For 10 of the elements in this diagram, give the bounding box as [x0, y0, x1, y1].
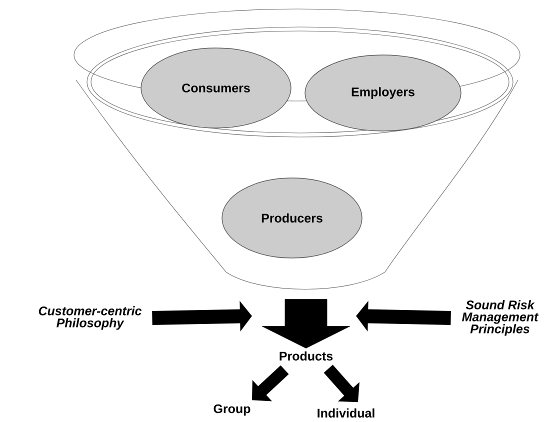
label: Products [280, 351, 333, 361]
ellipse [86, 26, 514, 138]
ellipse-label: Employers [304, 54, 462, 132]
ellipse-label: Producers [222, 178, 362, 258]
ellipse-label: Consumers [140, 48, 292, 128]
block-arrow [262, 299, 350, 348]
label: Sound Risk Management Principles [462, 300, 539, 336]
label: Customer-centric Philosophy [38, 306, 142, 330]
label: Group [214, 404, 250, 416]
label: Individual [318, 408, 374, 418]
